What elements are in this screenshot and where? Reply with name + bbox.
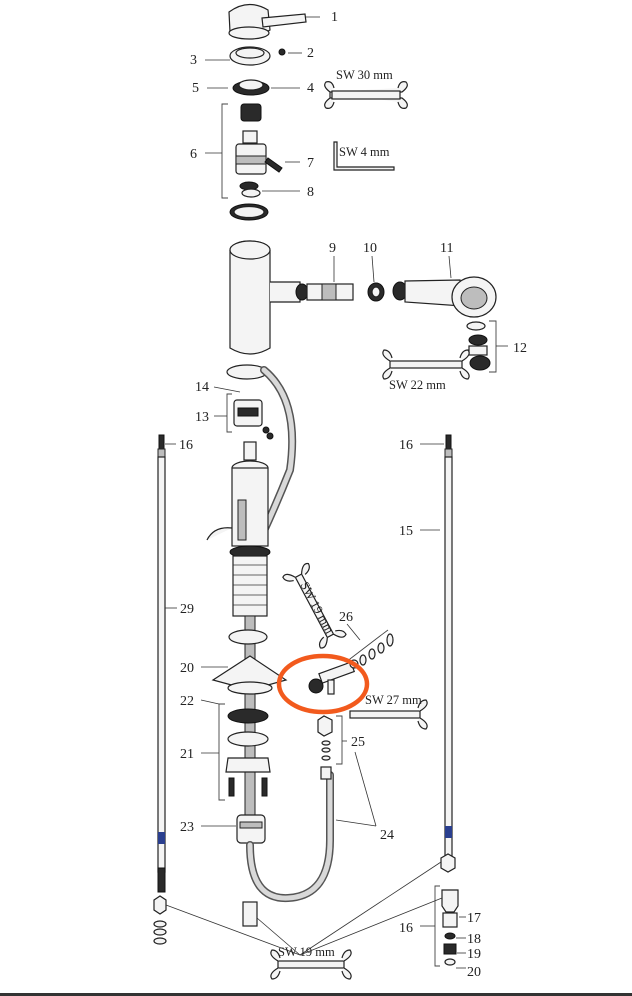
hose-marker <box>158 832 165 844</box>
callout-13: 13 <box>195 410 209 425</box>
callout-6: 6 <box>190 147 197 162</box>
part-washer-set[interactable] <box>225 708 271 797</box>
callout-9: 9 <box>329 241 336 256</box>
callout-16-left: 16 <box>179 438 193 453</box>
part-union-nut[interactable] <box>317 715 333 780</box>
callout-5: 5 <box>192 81 199 96</box>
callout-8: 8 <box>307 185 314 200</box>
callout-19: 18 <box>467 932 481 947</box>
part-nut-5[interactable] <box>232 79 270 96</box>
wrench-icon <box>382 349 470 380</box>
wrench-icon <box>349 699 428 730</box>
tool-label-sw19-upper: SW 19 mm <box>297 579 336 636</box>
callout-20: 19 <box>467 947 481 962</box>
callout-21: 20 <box>467 965 481 980</box>
wrench-icon <box>324 81 408 109</box>
callout-25: 23 <box>180 820 194 835</box>
callout-10: 10 <box>363 241 377 256</box>
part-screw-7[interactable] <box>264 157 283 173</box>
callout-24: 22 <box>180 694 194 709</box>
part-cover-ring[interactable] <box>229 46 271 66</box>
part-handle[interactable] <box>228 3 307 40</box>
part-adapter-set[interactable] <box>441 889 459 966</box>
callout-22: 20 <box>180 661 194 676</box>
callout-29: 29 <box>180 602 194 617</box>
part-grub-screw[interactable] <box>278 48 286 56</box>
callout-2: 2 <box>307 46 314 61</box>
tool-label-sw4: SW 4 mm <box>339 145 390 159</box>
wrench-icon <box>282 562 347 649</box>
callout-1: 1 <box>331 10 338 25</box>
callout-14: 14 <box>195 380 209 395</box>
callout-17: 16 <box>399 921 413 936</box>
part-aerator-set[interactable] <box>466 321 491 371</box>
part-hose-weight[interactable] <box>236 814 266 844</box>
hose-marker <box>445 826 452 838</box>
callout-3: 3 <box>190 53 197 68</box>
part-cartridge[interactable] <box>229 103 269 221</box>
callout-15: 15 <box>399 524 413 539</box>
part-supply-hose-right[interactable] <box>440 434 456 873</box>
highlight-ring <box>276 653 370 715</box>
tool-label-sw22: SW 22 mm <box>389 378 446 392</box>
callout-27: 25 <box>351 735 365 750</box>
part-supply-hose-left[interactable] <box>153 434 167 945</box>
part-check-valve[interactable] <box>367 282 385 302</box>
callout-26: 24 <box>380 828 394 843</box>
callout-4: 4 <box>307 81 314 96</box>
part-diverter[interactable] <box>233 399 263 427</box>
callout-23: 21 <box>180 747 194 762</box>
part-spray-head[interactable] <box>392 276 497 318</box>
part-threaded-shank[interactable] <box>206 441 271 617</box>
tool-label-sw30: SW 30 mm <box>336 68 393 82</box>
hex-key-icon <box>333 141 395 171</box>
callout-16-right: 16 <box>399 438 413 453</box>
callout-28: 26 <box>339 610 353 625</box>
bottom-border <box>0 993 632 996</box>
part-mounting-bracket[interactable] <box>211 655 288 695</box>
tool-label-sw19-lower: SW 19 mm <box>278 945 335 959</box>
callout-18: 17 <box>467 911 481 926</box>
tool-label-sw27: SW 27 mm <box>365 693 422 707</box>
part-hose-fitting[interactable] <box>242 901 258 927</box>
callout-7: 7 <box>307 156 314 171</box>
callout-12: 12 <box>513 341 527 356</box>
wrench-icon <box>270 949 352 980</box>
callout-11: 11 <box>440 241 453 256</box>
part-hose-connector[interactable] <box>295 283 354 301</box>
part-spout-body[interactable] <box>229 240 301 355</box>
